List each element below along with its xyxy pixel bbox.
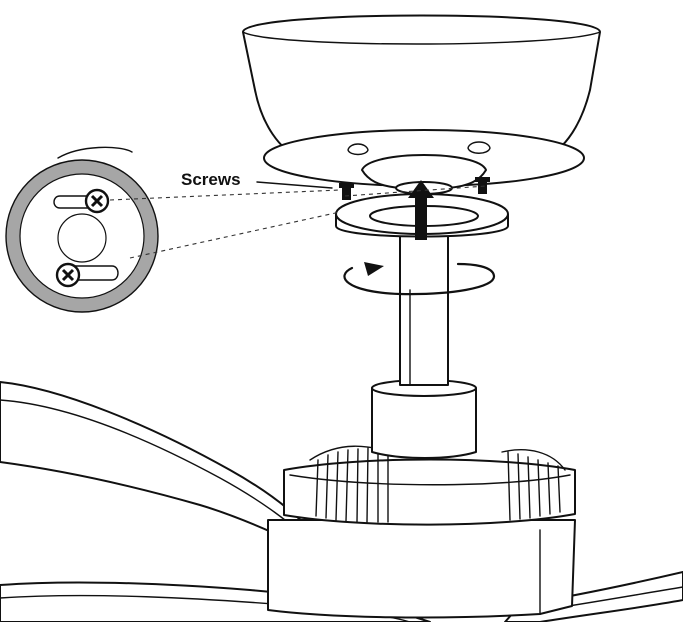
downrod [399, 214, 449, 386]
ring-detail [5, 146, 159, 313]
motor-housing [267, 379, 576, 619]
screw-left [339, 183, 354, 200]
rotation-arrow-icon [343, 262, 496, 296]
screws-label: Screws [181, 170, 241, 189]
screw-right [475, 177, 490, 194]
up-arrow-icon [408, 180, 434, 240]
canopy [242, 14, 601, 195]
screws-callout: Screws [181, 170, 333, 189]
phillips-screw-icon [84, 188, 110, 214]
projection-lines [109, 185, 487, 259]
phillips-screw-icon [55, 262, 81, 288]
